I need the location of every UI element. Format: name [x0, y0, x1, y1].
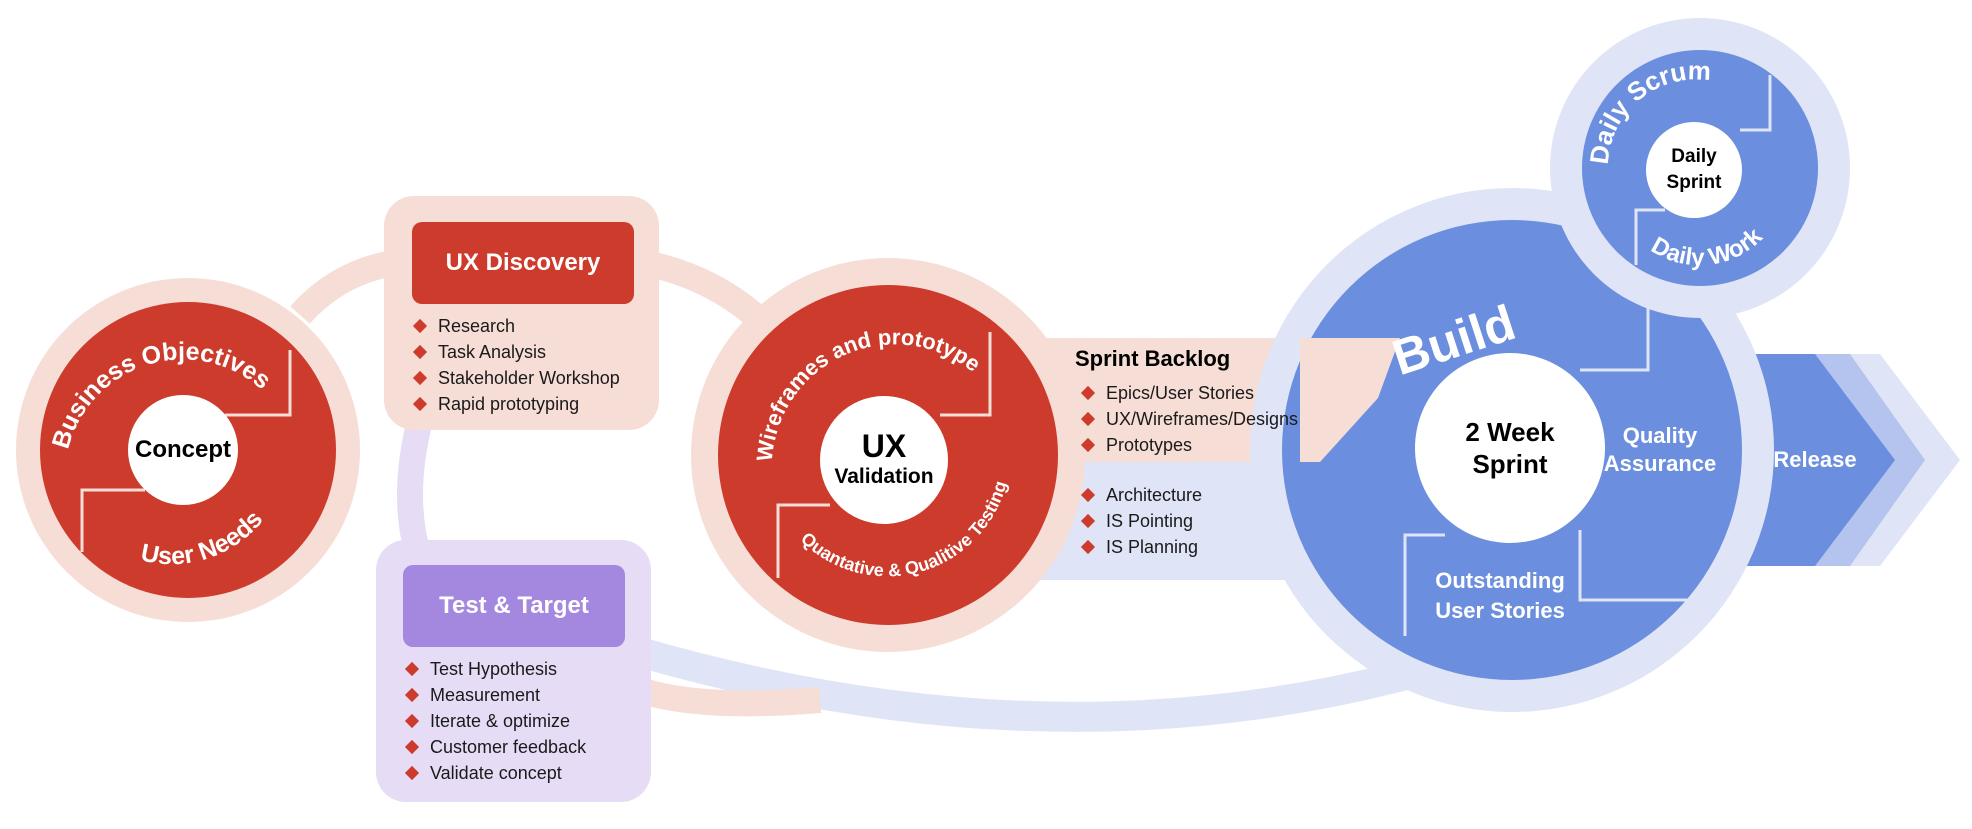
- list-item: IS Pointing: [1080, 508, 1202, 534]
- ux-discovery-header: UX Discovery: [412, 222, 634, 304]
- outstanding-line2: User Stories: [1435, 598, 1565, 623]
- list-item: Iterate & optimize: [404, 708, 586, 734]
- quality-assurance-label: Quality Assurance: [1598, 422, 1722, 478]
- ux-discovery-list: Research Task Analysis Stakeholder Works…: [412, 313, 620, 417]
- concept-circle: Business Objectives User Needs: [16, 278, 360, 622]
- concept-center-label: Concept: [128, 430, 238, 470]
- diamond-bullet-icon: [404, 713, 420, 729]
- test-target-title: Test & Target: [439, 592, 589, 619]
- daily-center-line1: Daily: [1671, 146, 1717, 167]
- qa-line1: Quality: [1622, 423, 1698, 448]
- list-item: Prototypes: [1080, 432, 1298, 458]
- list-item: IS Planning: [1080, 534, 1202, 560]
- diamond-bullet-icon: [404, 687, 420, 703]
- ux-discovery-title: UX Discovery: [445, 249, 601, 276]
- daily-center-label: Daily Sprint: [1654, 142, 1734, 198]
- sprint-backlog-list-secondary: Architecture IS Pointing IS Planning: [1080, 482, 1202, 560]
- list-item: UX/Wireframes/Designs: [1080, 406, 1298, 432]
- list-item: Architecture: [1080, 482, 1202, 508]
- build-center-line1: 2 Week: [1465, 417, 1555, 447]
- qa-line2: Assurance: [1603, 451, 1717, 476]
- list-item: Customer feedback: [404, 734, 586, 760]
- build-center-line2: Sprint: [1472, 449, 1548, 479]
- ux-validation-center-line1: UX: [861, 427, 907, 464]
- sprint-backlog-title: Sprint Backlog: [1075, 346, 1231, 371]
- diamond-bullet-icon: [1080, 487, 1096, 503]
- list-item: Task Analysis: [412, 339, 620, 365]
- diamond-bullet-icon: [412, 344, 428, 360]
- diamond-bullet-icon: [404, 739, 420, 755]
- test-target-list: Test Hypothesis Measurement Iterate & op…: [404, 656, 586, 786]
- outstanding-user-stories-label: Outstanding User Stories: [1420, 566, 1580, 626]
- build-center-label: 2 Week Sprint: [1430, 410, 1590, 486]
- ux-validation-center-line2: Validation: [834, 464, 934, 488]
- list-item: Test Hypothesis: [404, 656, 586, 682]
- diamond-bullet-icon: [1080, 385, 1096, 401]
- concept-center-text: Concept: [135, 436, 231, 463]
- diamond-bullet-icon: [404, 661, 420, 677]
- list-item: Stakeholder Workshop: [412, 365, 620, 391]
- diamond-bullet-icon: [412, 396, 428, 412]
- diamond-bullet-icon: [1080, 437, 1096, 453]
- daily-center-line2: Sprint: [1666, 172, 1722, 193]
- list-item: Measurement: [404, 682, 586, 708]
- daily-circle: Daily Scrum Daily Work: [1550, 18, 1850, 318]
- ux-validation-circle: Wireframes and prototype Quantative & Qu…: [691, 258, 1085, 652]
- diamond-bullet-icon: [1080, 539, 1096, 555]
- list-item: Validate concept: [404, 760, 586, 786]
- list-item: Rapid prototyping: [412, 391, 620, 417]
- release-label: Release: [1773, 447, 1857, 472]
- outstanding-line1: Outstanding: [1435, 568, 1565, 593]
- diamond-bullet-icon: [1080, 513, 1096, 529]
- diamond-bullet-icon: [1080, 411, 1096, 427]
- diamond-bullet-icon: [412, 318, 428, 334]
- ux-validation-center-label: UX Validation: [814, 412, 954, 504]
- build-circle: [1250, 188, 1774, 712]
- diamond-bullet-icon: [412, 370, 428, 386]
- diamond-bullet-icon: [404, 765, 420, 781]
- list-item: Epics/User Stories: [1080, 380, 1298, 406]
- sprint-backlog-list: Epics/User Stories UX/Wireframes/Designs…: [1080, 380, 1298, 458]
- test-target-header: Test & Target: [403, 565, 625, 647]
- list-item: Research: [412, 313, 620, 339]
